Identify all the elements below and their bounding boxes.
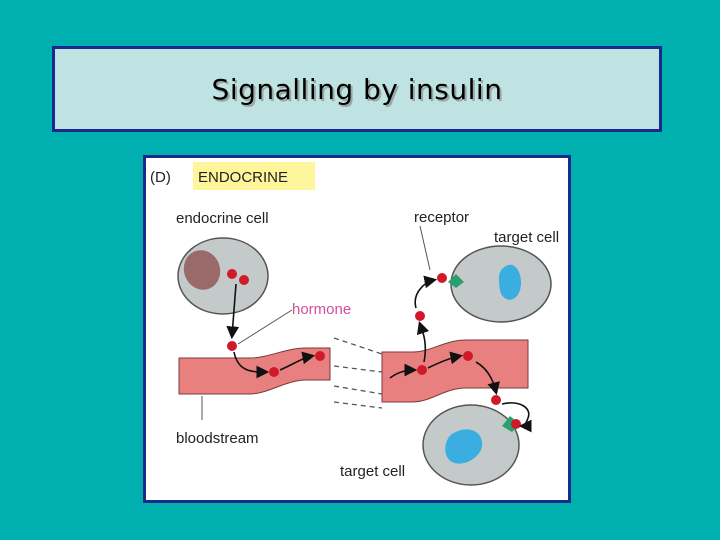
arrow-to-receptor-top xyxy=(414,275,438,309)
arrow-flow xyxy=(389,363,418,379)
hormone-molecule xyxy=(227,269,237,279)
hormone-molecule xyxy=(417,365,427,375)
target-cell-top-label: target cell xyxy=(494,229,559,246)
hormone-molecule xyxy=(437,273,447,283)
arrow-flow xyxy=(427,351,464,369)
arrow-exit-bottom xyxy=(475,361,500,396)
target-cell-bottom-label: target cell xyxy=(340,463,405,480)
slide-title: Signalling by insulin xyxy=(211,72,503,106)
hormone-molecule xyxy=(239,275,249,285)
title-box: Signalling by insulin xyxy=(52,46,662,132)
hormone-molecule xyxy=(315,351,325,361)
hormone-molecule xyxy=(491,395,501,405)
arrow-flow xyxy=(233,351,270,379)
hormone-molecule xyxy=(227,341,237,351)
panel-letter: (D) xyxy=(150,169,171,186)
gap-dash xyxy=(333,385,383,395)
endocrine-cell-nucleus xyxy=(183,250,221,290)
panel-title: ENDOCRINE xyxy=(198,169,288,186)
hormone-molecule xyxy=(463,351,473,361)
gap-dash xyxy=(333,337,383,355)
arrow-secretion xyxy=(226,283,240,340)
arrow-exit-top xyxy=(416,320,430,363)
bloodstream-label: bloodstream xyxy=(176,430,259,447)
receptor-top-icon xyxy=(448,274,464,288)
target-cell-top-nucleus xyxy=(498,264,522,300)
arrow-to-receptor-bottom xyxy=(501,402,532,433)
hormone-molecule xyxy=(511,419,521,429)
endocrine-figure: (D) ENDOCRINE endocrine cell receptor ta… xyxy=(143,155,571,503)
arrow-flow xyxy=(279,351,316,371)
receptor-label: receptor xyxy=(414,209,469,226)
panel-highlight xyxy=(193,162,315,190)
hormone-leader-line xyxy=(237,309,293,345)
hormone-molecule xyxy=(269,367,279,377)
gap-dash xyxy=(333,401,383,409)
target-cell-bottom-nucleus xyxy=(445,429,483,464)
receptor-leader-line xyxy=(419,225,431,271)
gap-dash xyxy=(333,365,383,373)
hormone-label: hormone xyxy=(292,301,351,318)
hormone-molecule xyxy=(415,311,425,321)
endocrine-diagram: (D) ENDOCRINE endocrine cell receptor ta… xyxy=(150,162,559,486)
endocrine-cell-label: endocrine cell xyxy=(176,210,269,227)
